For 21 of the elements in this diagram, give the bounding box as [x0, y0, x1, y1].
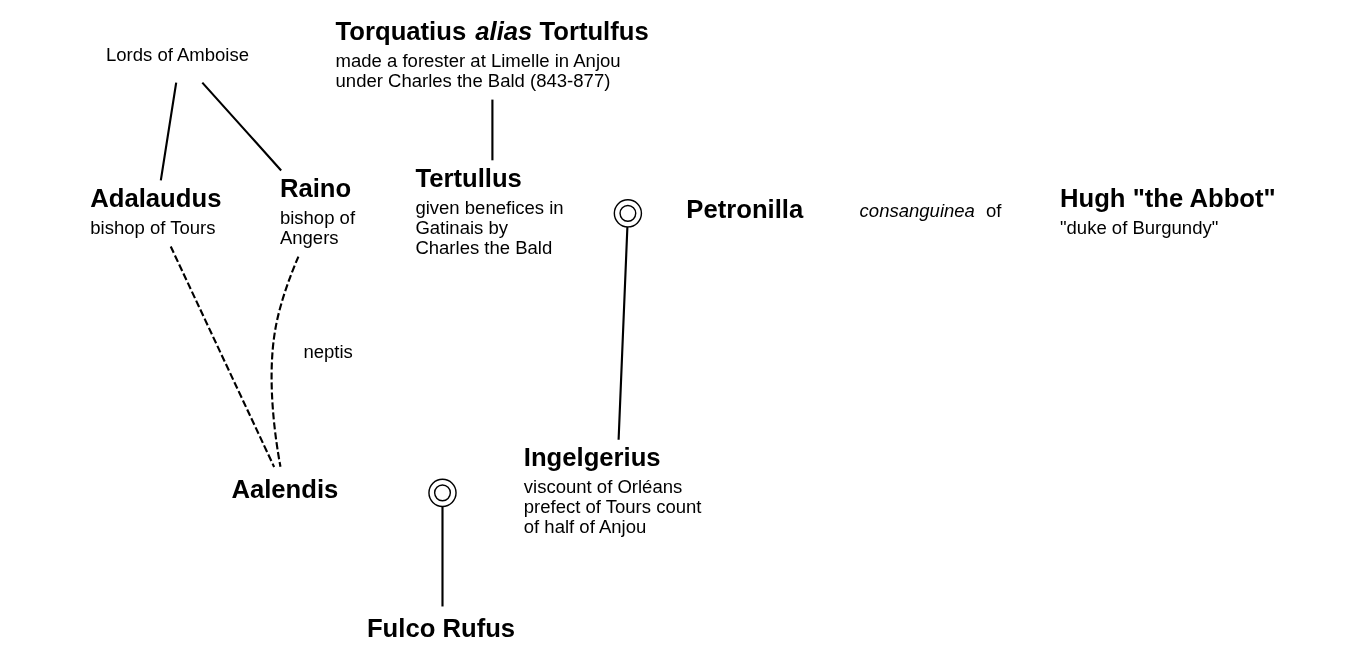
- node-text: Petronilla: [685, 195, 803, 224]
- connector: [440, 506, 444, 607]
- node-circle: [613, 199, 642, 228]
- connector: [201, 81, 282, 172]
- node-text: Torquatius alias Tortulfus made a forester at Limelle in Anjou under Charles the Bald (843-877): [335, 16, 649, 92]
- connector: [270, 256, 299, 467]
- label: consanguinea of: [859, 199, 1001, 221]
- connector: [490, 99, 493, 161]
- node-text: Raino bishop of Angers: [279, 173, 355, 248]
- node-text: Hugh "the Abbot" "duke of Burgundy": [1059, 183, 1276, 238]
- node-text: Fulco Rufus: [366, 614, 515, 643]
- node-text: Ingelgerius viscount of Orléans prefect of Tours count of half of Anjou: [523, 443, 701, 538]
- node-text: Tertullus given benefices in Gatinais by Charles the Bald: [414, 163, 564, 258]
- node-circle: [427, 478, 457, 508]
- label: neptis: [302, 340, 353, 362]
- node-text: Adalaudus bishop of Tours: [89, 183, 221, 238]
- node-text: Aalendis: [230, 474, 338, 503]
- connector: [159, 82, 177, 181]
- node-text: Lords of Amboise: [105, 44, 249, 66]
- connector: [617, 227, 628, 440]
- connector: [169, 246, 275, 468]
